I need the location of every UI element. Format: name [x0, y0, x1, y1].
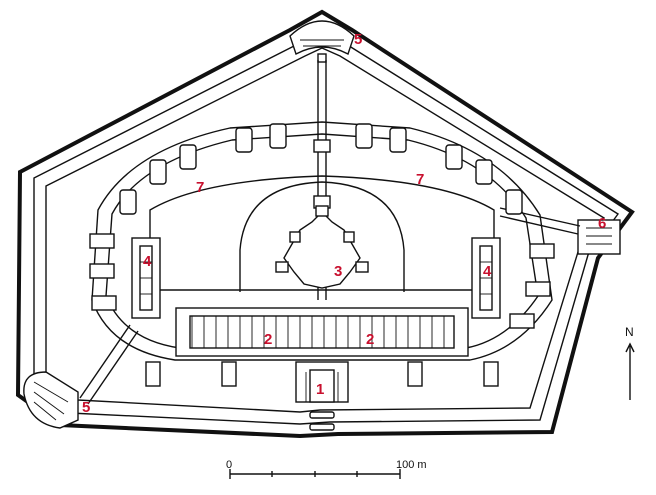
label-traverse-west: 7: [196, 179, 204, 196]
label-gate: 1: [316, 381, 324, 398]
scale-end: 100 m: [396, 459, 427, 471]
label-citadel: 3: [334, 263, 342, 280]
label-casemates-east: 2: [366, 331, 374, 348]
label-caponier-north: 5: [354, 31, 362, 48]
casemates-block: [175, 307, 469, 357]
citadel: [239, 181, 405, 292]
east-bastion: [577, 219, 621, 255]
scale-bar: 0 100 m: [226, 459, 427, 479]
label-caponier-southwest: 5: [82, 399, 90, 416]
plan-labels: 1 2 2 3 4 4 5 5 6 7 7: [82, 31, 606, 416]
label-traverse-east: 7: [416, 171, 424, 188]
label-casemates-west: 2: [264, 331, 272, 348]
label-barracks-east: 4: [483, 263, 492, 280]
traverse-bays: [119, 123, 523, 215]
north-caponier: [289, 20, 355, 63]
north-arrow: N: [625, 325, 635, 400]
main-gate: [295, 361, 349, 431]
north-letter: N: [625, 325, 634, 339]
scale-zero: 0: [226, 459, 232, 471]
side-bays: [89, 233, 555, 329]
west-barracks: [131, 237, 161, 319]
south-stubs: [145, 361, 499, 387]
label-bastion-east: 6: [598, 215, 606, 232]
parade-ground: [149, 175, 495, 291]
east-barracks: [471, 237, 501, 319]
label-barracks-west: 4: [143, 253, 152, 270]
southwest-caponier: [23, 371, 79, 429]
north-arrow-icon: [625, 342, 635, 353]
